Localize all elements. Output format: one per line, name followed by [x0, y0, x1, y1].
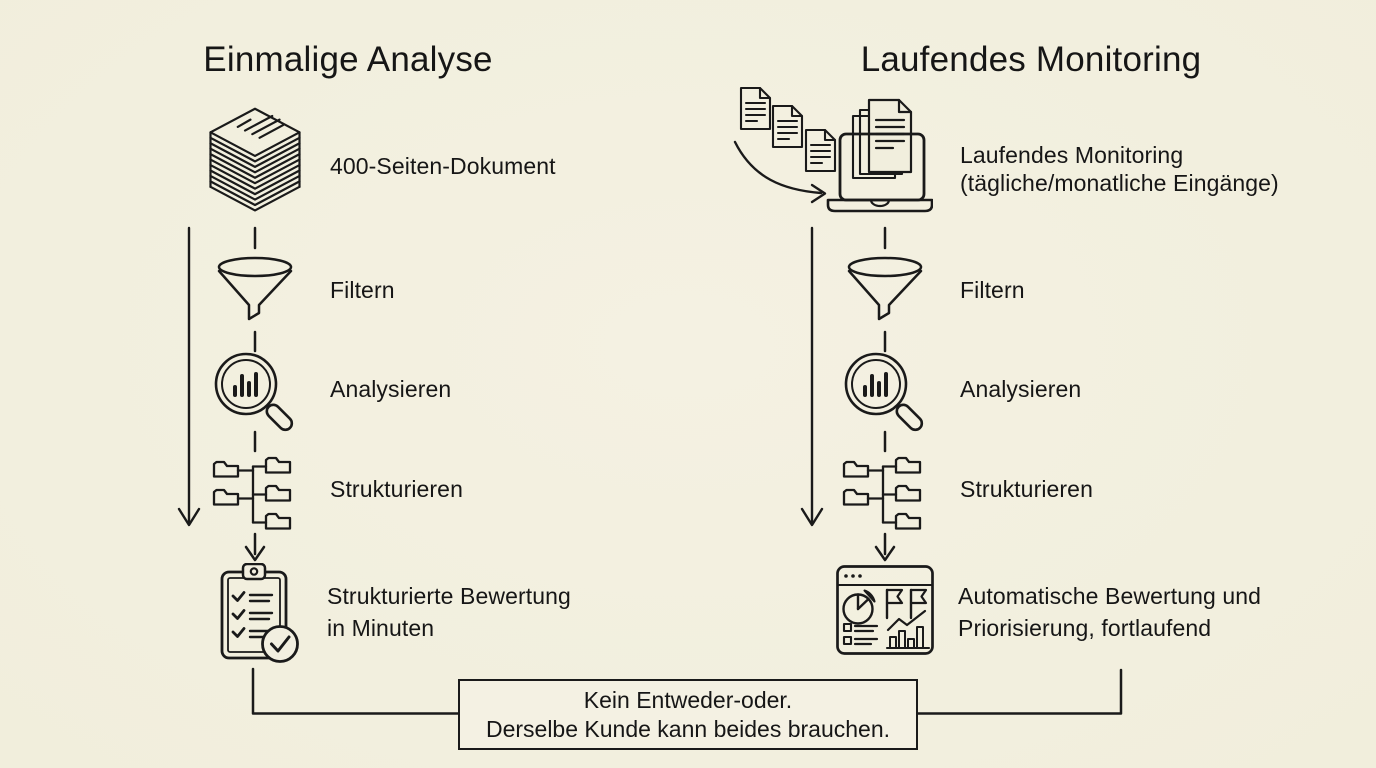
step-label-bewertung-left: Strukturierte Bewertung in Minuten — [327, 583, 571, 641]
folder-tree-icon — [837, 450, 927, 530]
column-title-einmalige-analyse: Einmalige Analyse — [203, 40, 493, 79]
step-label-filtern-right: Filtern — [960, 277, 1025, 303]
step-label-analysieren-left: Analysieren — [330, 376, 452, 402]
column-title-laufendes-monitoring: Laufendes Monitoring — [860, 40, 1202, 79]
step-label-monitoring-eingaenge: Laufendes Monitoring (tägliche/monatlich… — [960, 142, 1279, 196]
conclusion-line-2: Derselbe Kunde kann beides brauchen. — [485, 715, 891, 742]
funnel-icon — [845, 256, 925, 322]
paper-stack-icon — [205, 106, 305, 215]
clipboard-check-icon — [207, 563, 307, 663]
magnifier-chart-icon — [208, 350, 303, 435]
conclusion-line-1: Kein Entweder-oder. — [583, 686, 793, 713]
process-arrow-left — [177, 226, 201, 527]
step-label-strukturieren-right: Strukturieren — [960, 476, 1093, 502]
footer-connector-left — [251, 667, 460, 715]
step-label-strukturieren-left: Strukturieren — [330, 476, 463, 502]
step-label-filtern-left: Filtern — [330, 277, 395, 303]
process-arrow-right — [800, 226, 824, 527]
result-arrow-left — [244, 532, 266, 562]
step-label-dokument: 400-Seiten-Dokument — [330, 153, 556, 179]
result-arrow-right — [874, 532, 896, 562]
docs-to-laptop-icon — [733, 86, 933, 220]
step-label-analysieren-right: Analysieren — [960, 376, 1082, 402]
dashboard-icon — [835, 564, 935, 656]
step-label-bewertung-right: Automatische Bewertung und Priorisierung… — [958, 583, 1262, 641]
funnel-icon — [215, 256, 295, 322]
footer-connector-right — [916, 668, 1123, 715]
magnifier-chart-icon — [838, 350, 933, 435]
folder-tree-icon — [207, 450, 297, 530]
conclusion-box: Kein Entweder-oder. Derselbe Kunde kann … — [458, 679, 918, 750]
